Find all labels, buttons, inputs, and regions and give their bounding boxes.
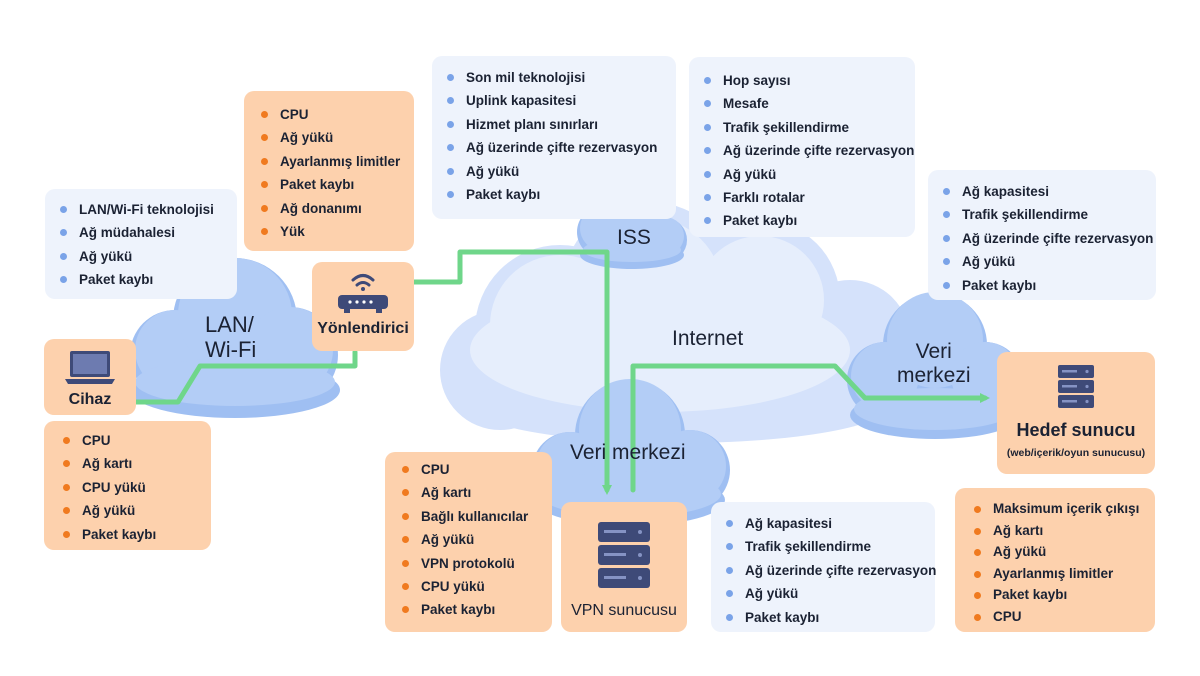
list-item: Ağ yükü [723, 582, 935, 605]
list-item: Paket kaybı [971, 584, 1155, 606]
list-item: CPU [399, 458, 552, 481]
list-item: Ağ kartı [60, 452, 211, 475]
datacenter-right-factors-box: Ağ kapasitesi Trafik şekillendirme Ağ üz… [928, 170, 1156, 300]
router-label: Yönlendirici [317, 320, 409, 337]
list-item: CPU [258, 103, 414, 126]
lan-factors-box: LAN/Wi-Fi teknolojisi Ağ müdahalesi Ağ y… [45, 189, 237, 299]
list-item: Uplink kapasitesi [444, 89, 676, 112]
list-item: Ağ donanımı [258, 197, 414, 220]
list-item: Son mil teknolojisi [444, 66, 676, 89]
datacenter-right-factors-list: Ağ kapasitesi Trafik şekillendirme Ağ üz… [940, 180, 1156, 297]
list-item: Hop sayısı [701, 69, 915, 92]
list-item: Paket kaybı [57, 268, 237, 291]
device-label: Cihaz [68, 391, 112, 408]
internet-factors-box: Hop sayısı Mesafe Trafik şekillendirme A… [689, 57, 915, 237]
datacenter-left-factors-list: Ağ kapasitesi Trafik şekillendirme Ağ üz… [723, 512, 936, 629]
route-lines [132, 249, 990, 495]
list-item: Ağ yükü [57, 245, 237, 268]
list-item: Paket kaybı [60, 523, 211, 546]
list-item: Trafik şekillendirme [723, 535, 935, 558]
list-item: Ağ kartı [971, 520, 1155, 542]
list-item: Ağ yükü [940, 250, 1156, 273]
list-item: LAN/Wi-Fi teknolojisi [57, 198, 237, 221]
vpn-server-node: VPN sunucusu [561, 502, 687, 632]
router-factors-list: CPU Ağ yükü Ayarlanmış limitler Paket ka… [258, 103, 414, 243]
list-item: Ağ üzerinde çifte rezervasyon [701, 139, 915, 162]
device-node: Cihaz [44, 339, 136, 415]
list-item: CPU [60, 429, 211, 452]
list-item: Ağ üzerinde çifte rezervasyon [940, 227, 1156, 250]
list-item: CPU yükü [399, 575, 552, 598]
lan-label: LAN/ Wi-Fi [205, 312, 257, 362]
list-item: Ağ yükü [971, 541, 1155, 563]
list-item: Paket kaybı [940, 274, 1156, 297]
list-item: Ağ üzerinde çifte rezervasyon [444, 136, 676, 159]
internet-label: Internet [672, 327, 744, 350]
list-item: Trafik şekillendirme [940, 203, 1156, 226]
target-server-sublabel: (web/içerik/oyun sunucusu) [1006, 447, 1146, 459]
vpn-server-factors-list: CPU Ağ kartı Bağlı kullanıcılar Ağ yükü … [399, 458, 552, 622]
target-server-factors-list: Maksimum içerik çıkışı Ağ kartı Ağ yükü … [971, 498, 1155, 627]
router-factors-box: CPU Ağ yükü Ayarlanmış limitler Paket ka… [244, 91, 414, 251]
target-server-label: Hedef sunucu [1016, 420, 1136, 440]
list-item: CPU yükü [60, 476, 211, 499]
list-item: Ayarlanmış limitler [258, 150, 414, 173]
internet-factors-list: Hop sayısı Mesafe Trafik şekillendirme A… [701, 69, 915, 233]
list-item: Ağ yükü [444, 160, 676, 183]
router-icon [338, 274, 388, 313]
route-device-to-router [132, 349, 358, 405]
laptop-icon [65, 351, 115, 384]
list-item: Yük [258, 220, 414, 243]
datacenter-left-factors-box: Ağ kapasitesi Trafik şekillendirme Ağ üz… [711, 502, 936, 632]
list-item: Mesafe [701, 92, 915, 115]
list-item: Ağ kartı [399, 481, 552, 504]
list-item: Maksimum içerik çıkışı [971, 498, 1155, 520]
list-item: Ağ yükü [60, 499, 211, 522]
server-icon [1058, 365, 1094, 408]
list-item: Ağ müdahalesi [57, 221, 237, 244]
target-server-factors-box: Maksimum içerik çıkışı Ağ kartı Ağ yükü … [955, 488, 1155, 632]
lan-cloud [130, 258, 340, 418]
isp-label: ISS [617, 226, 651, 249]
list-item: Paket kaybı [444, 183, 676, 206]
route-vpn-to-target [630, 363, 990, 493]
isp-factors-box: Son mil teknolojisi Uplink kapasitesi Hi… [432, 56, 676, 219]
list-item: Ağ yükü [399, 528, 552, 551]
list-item: Farklı rotalar [701, 186, 915, 209]
lan-factors-list: LAN/Wi-Fi teknolojisi Ağ müdahalesi Ağ y… [57, 198, 237, 292]
router-node: Yönlendirici [312, 262, 414, 351]
list-item: Ağ kapasitesi [723, 512, 935, 535]
list-item: Ağ üzerinde çifte rezervasyon [723, 559, 936, 582]
list-item: Paket kaybı [701, 209, 915, 232]
device-factors-list: CPU Ağ kartı CPU yükü Ağ yükü Paket kayb… [60, 429, 211, 546]
isp-factors-list: Son mil teknolojisi Uplink kapasitesi Hi… [444, 66, 676, 206]
list-item: Paket kaybı [399, 598, 552, 621]
list-item: Trafik şekillendirme [701, 116, 915, 139]
vpn-server-label: VPN sunucusu [571, 602, 677, 619]
list-item: Hizmet planı sınırları [444, 113, 676, 136]
list-item: Paket kaybı [258, 173, 414, 196]
list-item: Paket kaybı [723, 606, 935, 629]
list-item: CPU [971, 606, 1155, 628]
datacenter-right-label: Veri merkezi [897, 340, 971, 387]
server-icon [598, 522, 650, 588]
list-item: VPN protokolü [399, 552, 552, 575]
vpn-server-factors-box: CPU Ağ kartı Bağlı kullanıcılar Ağ yükü … [385, 452, 552, 632]
list-item: Ayarlanmış limitler [971, 563, 1155, 585]
list-item: Ağ kapasitesi [940, 180, 1156, 203]
device-factors-box: CPU Ağ kartı CPU yükü Ağ yükü Paket kayb… [44, 421, 211, 550]
list-item: Ağ yükü [258, 126, 414, 149]
list-item: Bağlı kullanıcılar [399, 505, 552, 528]
list-item: Ağ yükü [701, 163, 915, 186]
datacenter-left-label: Veri merkezi [570, 441, 686, 464]
target-server-node: Hedef sunucu (web/içerik/oyun sunucusu) [997, 352, 1155, 474]
route-router-to-isp [411, 249, 612, 495]
